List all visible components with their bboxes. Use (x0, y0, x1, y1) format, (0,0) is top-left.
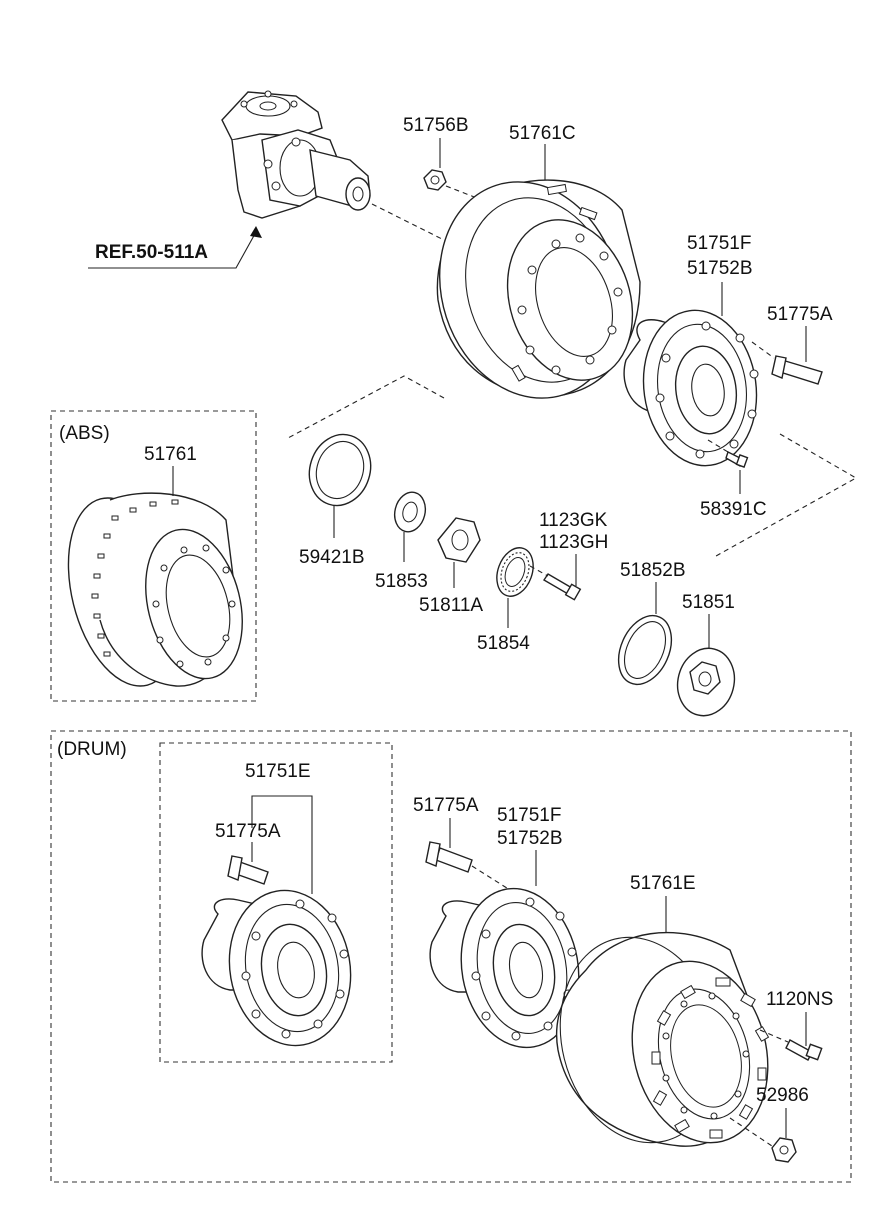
lock-nut-51811a (437, 517, 481, 563)
label-1123gh: 1123GH (539, 532, 608, 553)
label-59421b: 59421B (299, 547, 365, 568)
abs-frame-label: (ABS) (59, 423, 110, 444)
label-1120ns: 1120NS (766, 989, 833, 1010)
drum-frame-label: (DRUM) (57, 739, 127, 760)
label-51751f-drum: 51751F (497, 805, 561, 826)
wheel-hub-51751f-drum (429, 887, 580, 1049)
label-51761e: 51761E (630, 873, 696, 894)
label-51761c: 51761C (509, 123, 576, 144)
brake-drum-51761c (436, 179, 641, 399)
abs-frame (50, 410, 257, 702)
bolt-58391c (725, 451, 749, 468)
brake-drum-51761e (555, 931, 770, 1147)
label-51775a-top: 51775A (767, 304, 833, 325)
label-51851: 51851 (682, 592, 735, 613)
label-51761: 51761 (144, 444, 197, 465)
hub-cap-nut-51851 (676, 647, 736, 717)
lock-washer-51854 (496, 547, 534, 597)
abs-tone-ring-teeth (91, 499, 179, 657)
wheel-hub-51751e (201, 889, 352, 1047)
label-51852b: 51852B (620, 560, 686, 581)
wheel-stud-51775a-drum (425, 841, 473, 873)
wheel-stud-51775a-top (771, 355, 823, 385)
bolt-1120ns (785, 1039, 823, 1061)
label-51854: 51854 (477, 633, 530, 654)
label-51756b: 51756B (403, 115, 469, 136)
label-52986: 52986 (756, 1085, 809, 1106)
washer-51853 (393, 491, 427, 533)
reference-label: REF.50-511A (95, 242, 208, 263)
label-51811a: 51811A (419, 595, 483, 616)
label-51775a-inner: 51775A (215, 821, 281, 842)
abs-drum-51761 (67, 492, 243, 687)
nut-51756b (423, 169, 447, 191)
steering-knuckle-reference (221, 90, 371, 219)
oil-seal-59421b (308, 433, 372, 507)
drum-bolt-holes (517, 233, 623, 375)
hub-51751e-frame (159, 742, 393, 1063)
nut-52986 (771, 1137, 797, 1163)
label-51751f-top: 51751F (687, 233, 751, 254)
label-51751e: 51751E (245, 761, 311, 782)
label-58391c: 58391C (700, 499, 767, 520)
wheel-stud-51775a-inner (227, 855, 269, 885)
label-1123gk: 1123GK (539, 510, 608, 531)
wheel-hub-51751f (623, 309, 759, 467)
label-51752b-drum: 51752B (497, 828, 563, 849)
label-51853: 51853 (375, 571, 428, 592)
screw-1123gk (543, 573, 582, 601)
drum-frame (50, 730, 852, 1183)
label-51752b-top: 51752B (687, 258, 753, 279)
label-51775a-drum: 51775A (413, 795, 479, 816)
oil-seal-51852b (617, 614, 673, 686)
